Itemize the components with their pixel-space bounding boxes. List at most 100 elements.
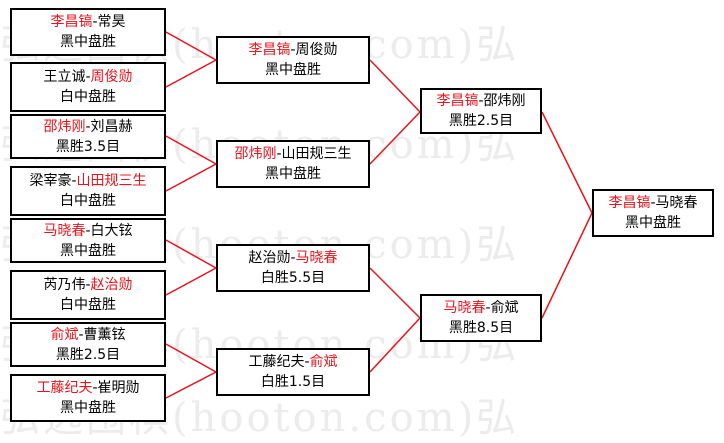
match-result: 白中盘胜 — [60, 193, 116, 209]
connector-m7-q4 — [165, 343, 217, 373]
match-result: 黑胜2.5目 — [55, 346, 121, 363]
connector-m3-q2 — [165, 135, 217, 165]
match-box-quarterfinal-2: 邵炜刚-山田规三生 黑中盘胜 — [216, 140, 370, 188]
player-2: 周俊勋 — [90, 69, 133, 85]
match-players: 俞斌-曹薰铉 — [50, 325, 125, 345]
match-players: 芮乃伟-赵治勋 — [43, 275, 132, 295]
player-1: 邵炜刚 — [43, 118, 86, 135]
match-result: 黑中盘胜 — [265, 62, 321, 78]
player-2: 马晓春 — [655, 195, 698, 211]
match-result: 黑胜2.5目 — [448, 113, 514, 129]
separator: - — [78, 326, 84, 343]
player-2: 邵炜刚 — [483, 93, 526, 109]
player-2: 常昊 — [97, 14, 126, 30]
match-players: 李昌镐-常昊 — [50, 12, 125, 32]
player-1: 李昌镐 — [50, 14, 93, 30]
separator: - — [85, 118, 91, 135]
player-2: 崔明勋 — [97, 380, 140, 396]
match-players: 邵炜刚-山田规三生 — [234, 144, 351, 164]
connector-m1-q1 — [165, 31, 217, 61]
match-players: 李昌镐-邵炜刚 — [436, 91, 525, 111]
match-players: 马晓春-白大铉 — [43, 221, 132, 241]
match-players: 李昌镐-马晓春 — [608, 193, 697, 213]
player-1: 邵炜刚 — [234, 146, 277, 162]
player-1: 俞斌 — [50, 326, 79, 343]
player-2: 周俊勋 — [295, 42, 338, 58]
connector-q1-s1 — [369, 59, 421, 113]
match-players: 李昌镐-周俊勋 — [248, 40, 337, 60]
player-2: 马晓春 — [295, 250, 338, 266]
match-box-round1-1: 李昌镐-常昊 黑中盘胜 — [10, 8, 166, 56]
match-box-quarterfinal-4: 工藤纪夫-俞斌 白胜1.5目 — [216, 348, 370, 396]
match-players: 赵治勋-马晓春 — [248, 248, 337, 268]
player-1: 李昌镐 — [608, 195, 651, 211]
match-players: 梁宰豪-山田规三生 — [29, 171, 146, 191]
match-result: 黑中盘胜 — [60, 400, 116, 416]
match-box-quarterfinal-1: 李昌镐-周俊勋 黑中盘胜 — [216, 36, 370, 84]
bracket-connectors — [165, 31, 593, 399]
match-box-final: 李昌镐-马晓春 黑中盘胜 — [592, 189, 714, 237]
match-box-round1-2: 王立诚-周俊勋 白中盘胜 — [10, 62, 166, 112]
separator: - — [92, 380, 98, 396]
match-box-quarterfinal-3: 赵治勋-马晓春 白胜5.5目 — [216, 244, 370, 292]
match-box-round1-6: 芮乃伟-赵治勋 白中盘胜 — [10, 270, 166, 320]
match-result: 白中盘胜 — [60, 297, 116, 313]
separator: - — [71, 173, 77, 189]
separator: - — [304, 354, 310, 370]
match-result: 黑胜3.5目 — [55, 138, 121, 155]
match-box-semifinal-2: 马晓春-俞斌 黑胜8.5目 — [420, 294, 542, 342]
match-players: 王立诚-周俊勋 — [43, 67, 132, 87]
player-2: 山田规三生 — [281, 146, 352, 162]
player-2: 俞斌 — [490, 300, 519, 316]
separator: - — [478, 93, 484, 109]
separator: - — [290, 42, 296, 58]
player-1: 赵治勋 — [248, 250, 291, 266]
separator: - — [650, 195, 656, 211]
connector-m4-q2 — [165, 163, 217, 192]
separator: - — [85, 222, 91, 239]
match-box-semifinal-1: 李昌镐-邵炜刚 黑胜2.5目 — [420, 88, 542, 134]
player-1: 梁宰豪 — [29, 173, 72, 189]
player-2: 白大铉 — [90, 222, 133, 239]
match-result: 白中盘胜 — [60, 89, 116, 105]
match-box-round1-8: 工藤纪夫-崔明勋 黑中盘胜 — [10, 374, 166, 422]
player-2: 曹薰铉 — [83, 326, 126, 343]
separator: - — [485, 300, 491, 316]
player-2: 俞斌 — [309, 354, 338, 370]
player-2: 赵治勋 — [90, 277, 133, 293]
match-box-round1-5: 马晓春-白大铉 黑中盘胜 — [10, 218, 166, 263]
match-players: 马晓春-俞斌 — [443, 298, 518, 318]
connector-s2-f1 — [541, 212, 593, 319]
player-1: 芮乃伟 — [43, 277, 86, 293]
connector-q3-s2 — [369, 267, 421, 319]
match-box-round1-3: 邵炜刚-刘昌赫 黑胜3.5目 — [10, 114, 166, 159]
player-1: 马晓春 — [443, 300, 486, 316]
player-1: 李昌镐 — [436, 93, 479, 109]
connector-q2-s1 — [369, 111, 421, 165]
player-1: 工藤纪夫 — [36, 380, 93, 396]
connector-m8-q4 — [165, 371, 217, 399]
player-1: 马晓春 — [43, 222, 86, 239]
separator: - — [290, 250, 296, 266]
match-result: 黑中盘胜 — [625, 215, 681, 231]
separator: - — [85, 277, 91, 293]
player-1: 李昌镐 — [248, 42, 291, 58]
match-result: 黑中盘胜 — [265, 166, 321, 182]
connector-m2-q1 — [165, 59, 217, 88]
match-players: 工藤纪夫-崔明勋 — [36, 378, 139, 398]
match-result: 黑中盘胜 — [60, 242, 116, 259]
separator: - — [276, 146, 282, 162]
player-2: 刘昌赫 — [90, 118, 133, 135]
match-players: 邵炜刚-刘昌赫 — [43, 117, 132, 137]
match-result: 白胜5.5目 — [260, 270, 326, 286]
match-players: 工藤纪夫-俞斌 — [248, 352, 337, 372]
connector-q4-s2 — [369, 317, 421, 373]
match-box-round1-4: 梁宰豪-山田规三生 白中盘胜 — [10, 166, 166, 216]
connector-m6-q3 — [165, 267, 217, 296]
player-2: 山田规三生 — [76, 173, 147, 189]
connector-m5-q3 — [165, 239, 217, 269]
separator: - — [85, 69, 91, 85]
match-box-round1-7: 俞斌-曹薰铉 黑胜2.5目 — [10, 322, 166, 367]
connector-s1-f1 — [541, 111, 593, 214]
player-1: 王立诚 — [43, 69, 86, 85]
